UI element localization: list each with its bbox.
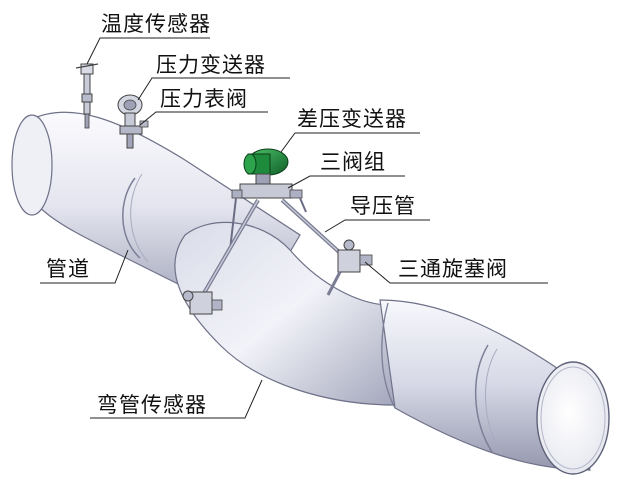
three-way-plug-valve-device (326, 239, 373, 296)
label-elbow-sensor: 弯管传感器 (97, 393, 207, 417)
three-valve-manifold-device (229, 183, 307, 251)
leader-impulse-tube (324, 219, 430, 233)
leader-pressure-transmitter (137, 77, 290, 101)
pipe-outlet-end (536, 361, 610, 475)
leader-pressure-gauge-valve (139, 111, 268, 126)
label-pressure-gauge-valve: 压力表阀 (160, 87, 248, 111)
leader-three-valve-manifold (287, 175, 405, 189)
leader-diff-pressure-transmitter (280, 132, 420, 153)
pipe-weld-ring-lower-2 (485, 348, 503, 456)
pipe-outlet-rim (540, 366, 606, 470)
leader-lines (40, 37, 548, 419)
pipe-weld-ring-upper-2 (130, 173, 149, 263)
label-pipeline: 管道 (46, 257, 90, 281)
label-three-way-plug-valve: 三通旋塞阀 (398, 257, 508, 281)
elbow-sensor-valve-device (182, 290, 223, 315)
label-temperature-sensor: 温度传感器 (101, 12, 211, 36)
pipeline (11, 111, 610, 475)
label-impulse-tube: 导压管 (350, 194, 416, 218)
pipe-weld-ring-upper (122, 177, 141, 259)
leader-temperature-sensor (86, 37, 210, 65)
label-pressure-transmitter: 压力变送器 (156, 53, 266, 77)
differential-pressure-transmitter-device (243, 148, 289, 185)
leader-elbow-sensor (90, 379, 263, 419)
pipe-seam-lower (381, 302, 396, 409)
leader-three-way-plug-valve (364, 261, 548, 284)
pressure-transmitter-device (117, 94, 149, 149)
label-three-valve-manifold: 三阀组 (320, 150, 386, 174)
pipe-weld-ring-lower (474, 344, 493, 453)
leader-pipeline (40, 249, 129, 284)
pipe-inlet-end (11, 114, 53, 216)
label-diff-pressure-transmitter: 差压变送器 (297, 107, 407, 131)
